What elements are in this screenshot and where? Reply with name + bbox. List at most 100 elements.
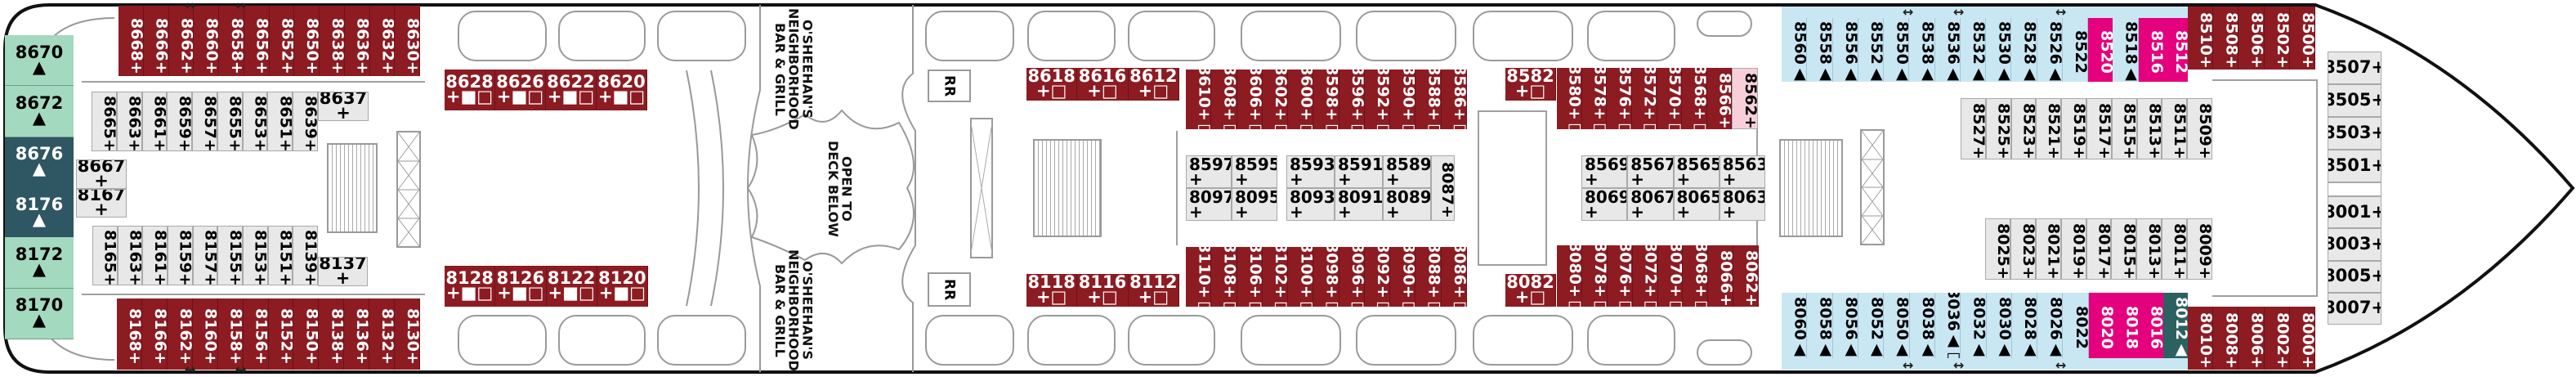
cabin[interactable]: 8667 + [76, 159, 127, 189]
cabin[interactable]: 8009+ [2187, 218, 2213, 280]
cabin[interactable]: 8516 [2138, 18, 2163, 82]
cabin[interactable]: 8052▲ [1858, 293, 1885, 358]
cabin[interactable]: 8591 + [1335, 155, 1383, 188]
cabin[interactable]: 8526▲ [2037, 18, 2063, 82]
cabin[interactable]: 8108+□ [1211, 247, 1237, 307]
cabin[interactable]: 8657+ [192, 92, 217, 151]
cabin[interactable]: 8067 + [1627, 188, 1674, 221]
cabin[interactable]: 8567 + [1627, 155, 1674, 188]
cabin[interactable]: 8038▲ [1909, 293, 1935, 358]
cabin[interactable]: 8019+ [2060, 218, 2086, 280]
cabin[interactable]: 8638+ [320, 6, 345, 76]
cabin[interactable]: 8659+ [167, 92, 193, 151]
cabin[interactable]: 8570+□ [1657, 68, 1683, 129]
cabin[interactable]: 8122 +■□ [546, 266, 597, 307]
cabin[interactable]: 8172 ▲ [5, 237, 74, 289]
cabin[interactable]: 8562+ [1732, 68, 1758, 129]
cabin[interactable]: 8161+ [142, 226, 168, 285]
cabin[interactable]: 8156+ [243, 298, 269, 370]
cabin[interactable]: 8116 +□ [1077, 274, 1129, 307]
cabin[interactable]: 8668+ [119, 6, 144, 76]
cabin[interactable]: 8170 ▲ [5, 288, 74, 339]
cabin[interactable]: 8658+ [219, 6, 244, 76]
cabin[interactable]: 8527+ [1961, 98, 1986, 159]
cabin[interactable]: 8167 + [76, 188, 127, 218]
cabin[interactable]: 8093 + [1286, 188, 1335, 221]
cabin[interactable]: 8510+ [2188, 7, 2214, 70]
cabin[interactable]: 8509+ [2187, 98, 2212, 159]
cabin[interactable]: 8163+ [117, 226, 143, 285]
cabin[interactable]: 8517+ [2086, 98, 2112, 159]
cabin[interactable]: 8060▲ [1782, 293, 1808, 358]
cabin[interactable]: 8650+ [294, 6, 320, 76]
cabin[interactable]: 8126 +■□ [495, 266, 547, 307]
cabin[interactable]: 8590+□ [1390, 70, 1416, 129]
cabin[interactable]: 8076+□ [1607, 245, 1633, 307]
cabin[interactable]: 8132+ [369, 298, 396, 370]
cabin[interactable]: 8151+ [267, 226, 293, 285]
cabin[interactable]: 8660+ [194, 6, 219, 76]
cabin[interactable]: 8062+ [1733, 245, 1759, 307]
cabin[interactable]: 8070+□ [1657, 245, 1684, 307]
cabin[interactable]: 8500+ [2289, 7, 2316, 70]
cabin[interactable]: 8139+ [293, 226, 319, 285]
cabin[interactable]: 8563 + [1719, 155, 1765, 188]
cabin[interactable]: 8560▲ [1782, 18, 1808, 82]
cabin[interactable]: 8552▲ [1858, 18, 1884, 82]
cabin[interactable]: 8153+ [243, 226, 268, 285]
cabin[interactable]: 8598+□ [1313, 70, 1339, 129]
cabin[interactable]: 8508+ [2213, 7, 2239, 70]
cabin[interactable]: 8025+ [1985, 218, 2010, 280]
cabin[interactable]: 8528▲ [2011, 18, 2037, 82]
cabin[interactable]: 8556▲ [1832, 18, 1858, 82]
cabin[interactable]: 8110+□ [1186, 247, 1212, 307]
cabin[interactable]: 8002+ [2264, 307, 2290, 370]
cabin[interactable]: 8032▲ [1961, 293, 1987, 358]
cabin[interactable]: 8063 + [1719, 188, 1765, 221]
cabin[interactable]: 8569 + [1581, 155, 1628, 188]
cabin[interactable]: 8006+ [2238, 307, 2265, 370]
cabin[interactable]: 8622 +■□ [546, 70, 597, 110]
cabin[interactable]: 8152+ [268, 298, 294, 370]
cabin[interactable]: 8502+ [2264, 7, 2290, 70]
cabin[interactable]: 8597 + [1186, 155, 1232, 188]
cabin[interactable]: 8652+ [269, 6, 295, 76]
cabin[interactable]: 8017+ [2086, 218, 2112, 280]
cabin[interactable]: 8596+□ [1339, 70, 1365, 129]
cabin[interactable]: 8166+ [141, 298, 168, 370]
cabin[interactable]: 8630+ [395, 6, 420, 76]
cabin[interactable]: 8028▲ [2011, 293, 2038, 358]
cabin[interactable]: 8086+□ [1441, 247, 1467, 307]
cabin[interactable]: 8078+□ [1581, 245, 1608, 307]
cabin[interactable]: 8098+□ [1313, 247, 1339, 307]
cabin[interactable]: 8592+□ [1364, 70, 1391, 129]
cabin[interactable]: 8021+ [2035, 218, 2061, 280]
cabin[interactable]: 8102+□ [1262, 247, 1289, 307]
cabin[interactable]: 8136+ [344, 298, 370, 370]
cabin[interactable]: 8012▲ [2162, 293, 2188, 358]
cabin[interactable]: 8001+ [2328, 196, 2381, 229]
cabin[interactable]: 8666+ [143, 6, 169, 76]
cabin[interactable]: 8159+ [168, 226, 193, 285]
cabin[interactable]: 8020 [2088, 293, 2114, 358]
cabin[interactable]: 8653+ [242, 92, 268, 151]
cabin[interactable]: 8007+ [2328, 292, 2381, 325]
cabin[interactable]: 8011+ [2162, 218, 2188, 280]
cabin[interactable]: 8620 +■□ [597, 70, 647, 110]
cabin[interactable]: 8530▲ [1986, 18, 2012, 82]
cabin[interactable]: 8137 + [318, 257, 368, 286]
cabin[interactable]: 8058▲ [1807, 293, 1833, 358]
cabin[interactable]: 8165+ [92, 226, 118, 285]
cabin[interactable]: 8651+ [267, 92, 293, 151]
cabin[interactable]: 8008+ [2213, 307, 2239, 370]
cabin[interactable]: 8050▲ [1884, 293, 1910, 358]
cabin[interactable]: 8000+ [2289, 307, 2316, 370]
cabin[interactable]: 8130+ [395, 298, 421, 370]
cabin[interactable]: 8168+ [117, 298, 142, 370]
cabin[interactable]: 8018 [2113, 293, 2139, 358]
cabin[interactable]: 8632+ [369, 6, 396, 76]
cabin[interactable]: 8672 ▲ [5, 86, 74, 137]
cabin[interactable]: 8655+ [217, 92, 243, 151]
cabin[interactable]: 8072+□ [1632, 245, 1658, 307]
cabin[interactable]: 8089 + [1383, 188, 1431, 221]
